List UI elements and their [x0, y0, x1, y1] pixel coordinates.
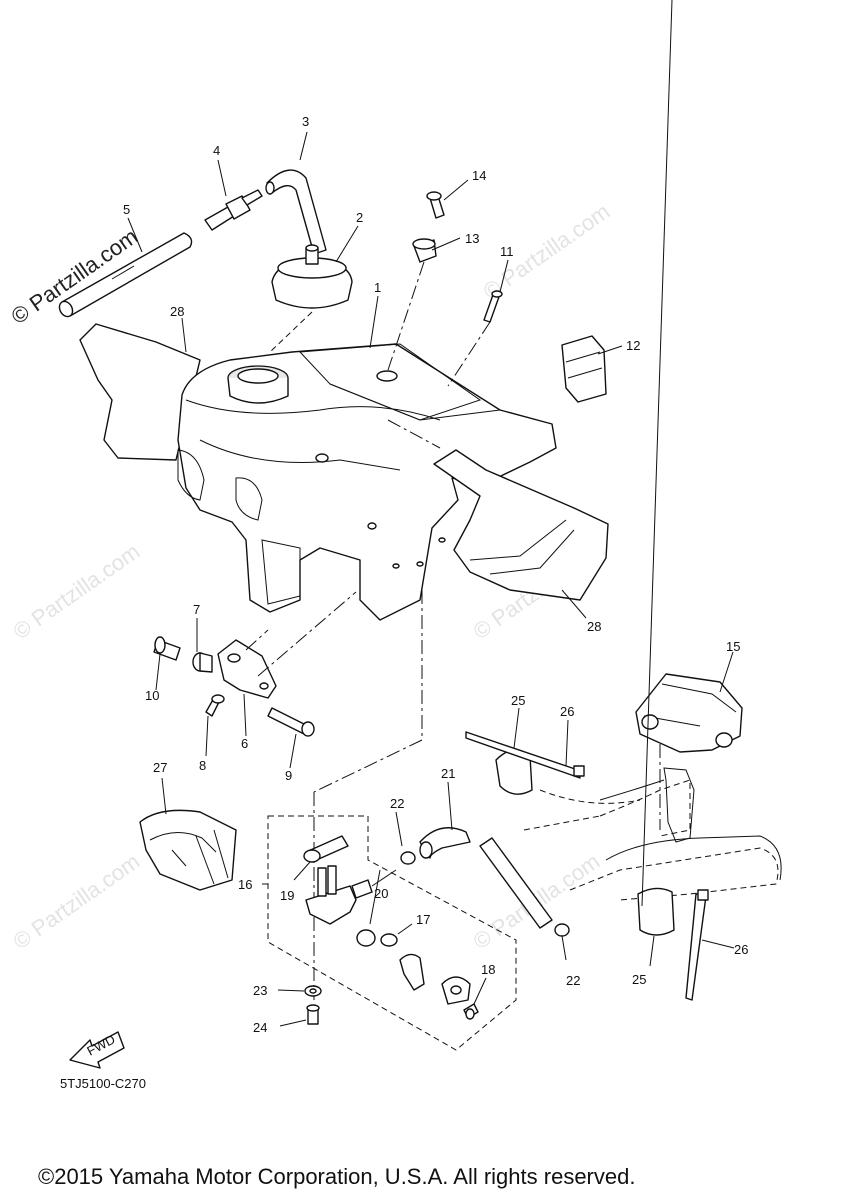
fitting-part-4[interactable]: [204, 189, 263, 231]
screw-part-18[interactable]: [463, 1003, 479, 1020]
protector-part-25a[interactable]: [495, 707, 533, 795]
callout-18: 18: [481, 962, 495, 977]
clamp-part-22a[interactable]: [400, 851, 416, 865]
callout-15: 15: [726, 639, 740, 654]
callout-10: 10: [145, 688, 159, 703]
callout-27: 27: [153, 760, 167, 775]
side-cover-right-part-28[interactable]: [433, 449, 609, 601]
bolt-part-24[interactable]: [306, 1004, 320, 1025]
fuel-hose-part-21[interactable]: [419, 781, 553, 929]
fuel-cock-body[interactable]: [305, 865, 397, 925]
lever-part[interactable]: [399, 953, 425, 991]
callout-labels: 1 2 3 4 5 6 7 8 9 10 11 12 13 14 15 16 1…: [123, 114, 748, 1035]
callout-25a: 25: [511, 693, 525, 708]
collar-part-7[interactable]: [192, 652, 213, 673]
band-part-26a[interactable]: [465, 719, 585, 779]
callout-5: 5: [123, 202, 130, 217]
callout-24: 24: [253, 1020, 267, 1035]
callout-11: 11: [500, 244, 514, 259]
leader-lines-mount: [155, 590, 423, 1000]
callout-28a: 28: [170, 304, 184, 319]
packing-part-19[interactable]: [303, 835, 349, 863]
callout-22a: 22: [390, 796, 404, 811]
grommet-part-13[interactable]: [412, 238, 437, 263]
watermark-faint: © Partzilla.com: [479, 199, 615, 305]
bracket-part-6[interactable]: [217, 639, 277, 699]
plate-part[interactable]: [441, 976, 471, 1005]
callout-6: 6: [241, 736, 248, 751]
callout-23: 23: [253, 983, 267, 998]
fuel-tank-part-1[interactable]: [79, 323, 557, 621]
leader-lines-upper: [127, 131, 623, 619]
hose-part-5[interactable]: [57, 232, 193, 319]
callout-1: 1: [374, 280, 381, 295]
band-part-26b[interactable]: [685, 889, 735, 1001]
fwd-arrow: FWD: [69, 1031, 125, 1069]
breather-hose-part-3[interactable]: [265, 169, 327, 255]
clamp-part-22b[interactable]: [554, 923, 570, 961]
bolt-part-11[interactable]: [483, 290, 503, 323]
o-ring-part-17[interactable]: [380, 933, 398, 947]
bolt-part-14[interactable]: [426, 179, 469, 219]
callout-2: 2: [356, 210, 363, 225]
callout-13: 13: [465, 231, 479, 246]
clip-part-12[interactable]: [561, 335, 607, 403]
cover-part-27[interactable]: [139, 777, 237, 891]
callout-3: 3: [302, 114, 309, 129]
callout-19: 19: [280, 888, 294, 903]
callout-9: 9: [285, 768, 292, 783]
callout-20: 20: [374, 886, 388, 901]
cap-part-20[interactable]: [356, 929, 376, 947]
callout-8: 8: [199, 758, 206, 773]
callout-25b: 25: [632, 972, 646, 987]
washer-part-23[interactable]: [304, 985, 322, 997]
callout-28b: 28: [587, 619, 601, 634]
fuel-cap-part-2[interactable]: [269, 244, 353, 353]
petcock-assembly-box-16: [267, 815, 517, 1051]
bolt-part-10[interactable]: [153, 636, 181, 661]
connector-part-15[interactable]: [635, 651, 743, 753]
frame-outline: [523, 744, 782, 901]
callout-21: 21: [441, 766, 455, 781]
leader-lines-petcock: [277, 811, 487, 1027]
watermark-faint: © Partzilla.com: [9, 849, 145, 955]
callout-26a: 26: [560, 704, 574, 719]
bolt-part-8[interactable]: [205, 694, 225, 717]
callout-7: 7: [193, 602, 200, 617]
callout-4: 4: [213, 143, 220, 158]
callout-14: 14: [472, 168, 486, 183]
bolt-part-9[interactable]: [267, 707, 315, 737]
watermark-faint: © Partzilla.com: [9, 539, 145, 645]
diagram-code: 5TJ5100-C270: [60, 1076, 146, 1091]
callout-17: 17: [416, 912, 430, 927]
protector-part-25b[interactable]: [637, 0, 675, 967]
callout-26b: 26: [734, 942, 748, 957]
copyright-notice: ©2015 Yamaha Motor Corporation, U.S.A. A…: [38, 1164, 635, 1189]
callout-12: 12: [626, 338, 640, 353]
side-cover-left-part-28: [79, 323, 201, 461]
callout-16: 16: [238, 877, 252, 892]
callout-22b: 22: [566, 973, 580, 988]
